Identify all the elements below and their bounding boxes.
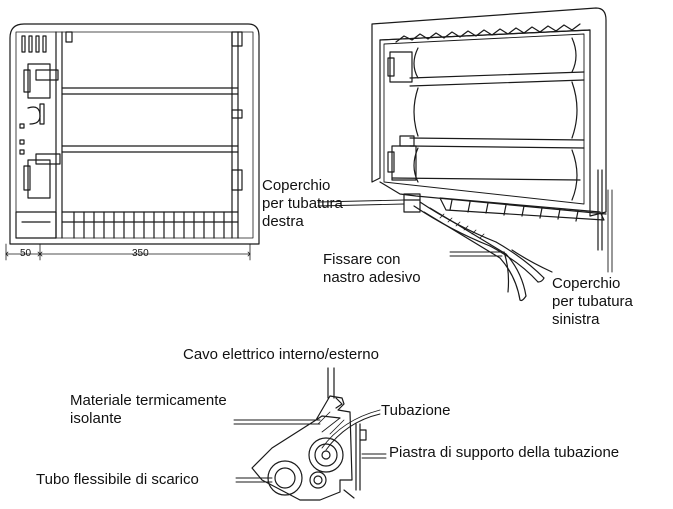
dimension-lines [6,244,250,260]
cross-section [252,368,366,500]
label-piping: Tubazione [381,402,451,419]
rear-view-unit [372,8,606,301]
pipe-bundle [414,202,552,301]
label-left-pipe-cover: Coperchio per tubatura sinistra [552,275,633,328]
label-right-pipe-cover: Coperchio per tubatura destra [262,177,343,230]
front-view-unit [6,24,259,260]
bottom-grille [62,212,238,238]
label-fix-with-tape: Fissare con nastro adesivo [323,251,421,286]
dimension-left-offset: 50 [20,248,32,259]
label-drain-hose: Tubo flessibile di scarico [36,471,199,488]
label-support-plate: Piastra di supporto della tubazione [389,444,620,461]
label-insulation: Materiale termicamente isolante [70,392,227,427]
label-electric-cable: Cavo elettrico interno/esterno [183,346,379,363]
dimension-width: 350 [132,248,149,259]
leader-lines [234,190,612,482]
vent-slots [22,36,46,52]
